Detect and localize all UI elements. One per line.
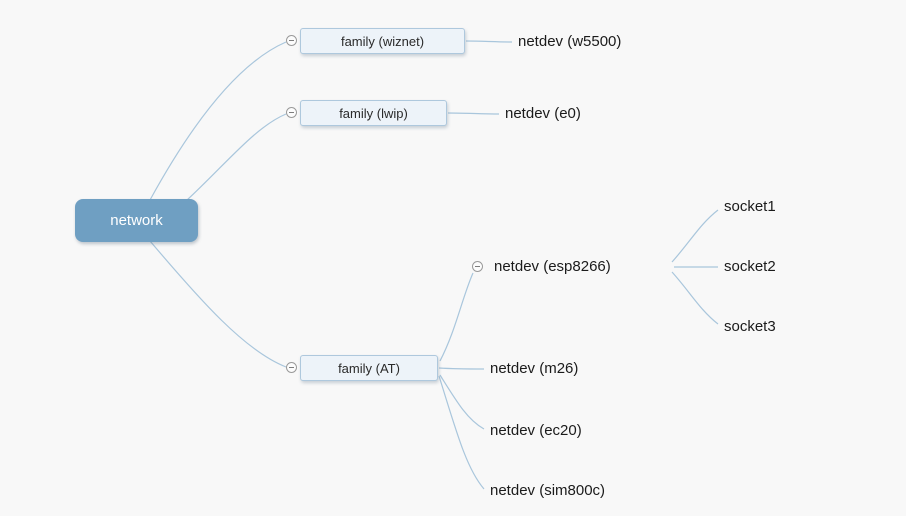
- collapse-icon-family-at[interactable]: [286, 362, 297, 373]
- collapse-icon-family-wiznet[interactable]: [286, 35, 297, 46]
- node-netdev-e0[interactable]: netdev (e0): [505, 105, 581, 122]
- node-network[interactable]: network: [75, 199, 198, 242]
- connector-at-esp8266: [439, 272, 474, 362]
- connector-wiznet-w5500: [465, 40, 513, 43]
- collapse-icon-family-lwip[interactable]: [286, 107, 297, 118]
- node-socket1[interactable]: socket1: [724, 198, 776, 215]
- node-netdev-ec20[interactable]: netdev (ec20): [490, 422, 582, 439]
- node-socket2[interactable]: socket2: [724, 258, 776, 275]
- node-netdev-m26[interactable]: netdev (m26): [490, 360, 579, 377]
- connector-esp8266-socket1: [671, 209, 719, 263]
- connector-root-at: [149, 240, 287, 368]
- connector-root-wiznet: [149, 41, 287, 201]
- node-netdev-sim800c[interactable]: netdev (sim800c): [490, 482, 606, 499]
- connector-at-ec20: [439, 374, 485, 430]
- connector-at-m26: [438, 367, 485, 370]
- connector-lwip-e0: [447, 112, 500, 115]
- connector-esp8266-socket3: [671, 271, 719, 325]
- node-family-at[interactable]: family (AT): [300, 355, 438, 381]
- connector-root-lwip: [185, 113, 287, 202]
- node-family-lwip[interactable]: family (lwip): [300, 100, 447, 126]
- node-netdev-w5500[interactable]: netdev (w5500): [518, 33, 622, 50]
- collapse-icon-netdev-esp8266[interactable]: [472, 261, 483, 272]
- node-netdev-esp8266[interactable]: netdev (esp8266): [494, 258, 611, 275]
- node-socket3[interactable]: socket3: [724, 318, 776, 335]
- connector-at-sim800c: [438, 375, 485, 490]
- node-family-wiznet[interactable]: family (wiznet): [300, 28, 465, 54]
